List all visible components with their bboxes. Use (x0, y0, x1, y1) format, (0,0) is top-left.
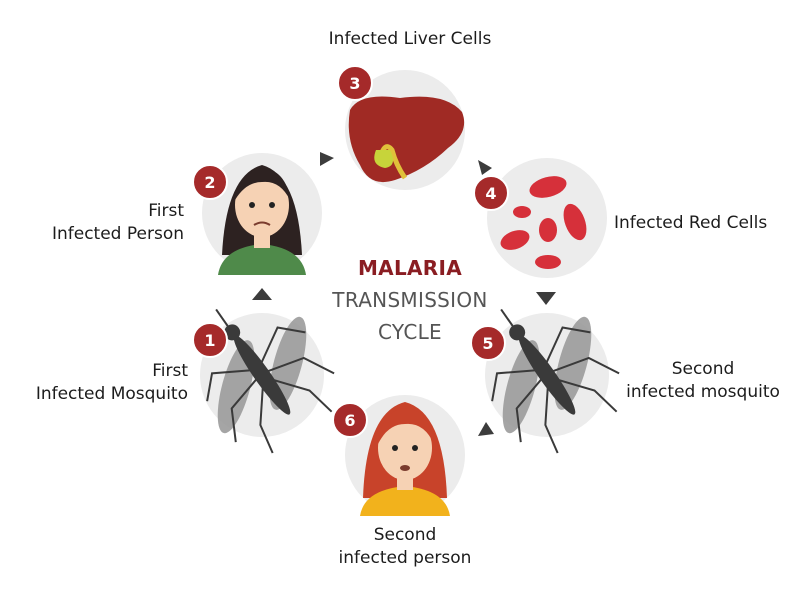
liver-icon (348, 96, 465, 183)
stage-1-label-line-1: First (152, 361, 188, 381)
stage-5-circle (485, 308, 620, 454)
number-badges: 1 2 3 4 5 6 (192, 65, 509, 438)
stage-2-label-line-1: First (148, 201, 184, 221)
stage-3-label-line-1: Infected Liver Cells (328, 29, 492, 49)
stage-2-circle (202, 153, 322, 275)
mosquito-icon (206, 308, 335, 454)
diagram-title: MALARIA TRANSMISSION CYCLE (290, 252, 530, 348)
badge-4: 4 (473, 175, 509, 211)
red-blood-cells-icon (500, 176, 587, 269)
badge-3: 3 (337, 65, 373, 101)
stage-4-label: Infected Red Cells (614, 212, 796, 235)
stage-5-label-line-2: infected mosquito (626, 382, 780, 402)
title-line-1: MALARIA (357, 256, 463, 280)
arrow-1-to-2 (252, 288, 272, 300)
stage-3-circle (345, 70, 465, 190)
stage-6-label: Second infected person (300, 524, 510, 570)
arrow-5-to-6 (478, 422, 494, 436)
cycle-arrows (252, 152, 556, 436)
stage-1-circle (200, 308, 335, 454)
arrow-3-to-4 (478, 160, 492, 175)
badge-5-number: 5 (482, 334, 493, 353)
badge-1: 1 (192, 322, 228, 358)
title-line-2: TRANSMISSION (332, 288, 488, 312)
badge-6: 6 (332, 402, 368, 438)
stage-4-circle (487, 158, 607, 278)
badge-5: 5 (470, 325, 506, 361)
stage-5-label-line-1: Second (671, 359, 735, 379)
stage-6-circle (345, 395, 465, 516)
stage-4-label-line-1: Infected Red Cells (614, 213, 768, 233)
arrow-2-to-3 (320, 152, 334, 166)
badge-2: 2 (192, 164, 228, 200)
stage-2-label-line-2: Infected Person (51, 224, 184, 244)
stage-5-label: Second infected mosquito (610, 358, 796, 404)
title-line-3: CYCLE (378, 320, 442, 344)
stage-3-label: Infected Liver Cells (290, 28, 530, 51)
stage-2-label: First Infected Person (8, 200, 184, 246)
stage-1-label-line-2: Infected Mosquito (35, 384, 188, 404)
arrow-4-to-5 (536, 292, 556, 305)
woman-red-hair-icon (360, 402, 450, 516)
badge-6-number: 6 (344, 411, 355, 430)
badge-1-number: 1 (204, 331, 215, 350)
mosquito-icon (491, 308, 620, 454)
badge-2-number: 2 (204, 173, 215, 192)
stage-6-label-line-1: Second (373, 525, 437, 545)
badge-4-number: 4 (485, 184, 496, 203)
stage-6-label-line-2: infected person (338, 548, 472, 568)
stage-1-label: First Infected Mosquito (8, 360, 188, 406)
badge-3-number: 3 (349, 74, 360, 93)
woman-dark-hair-icon (218, 165, 306, 275)
